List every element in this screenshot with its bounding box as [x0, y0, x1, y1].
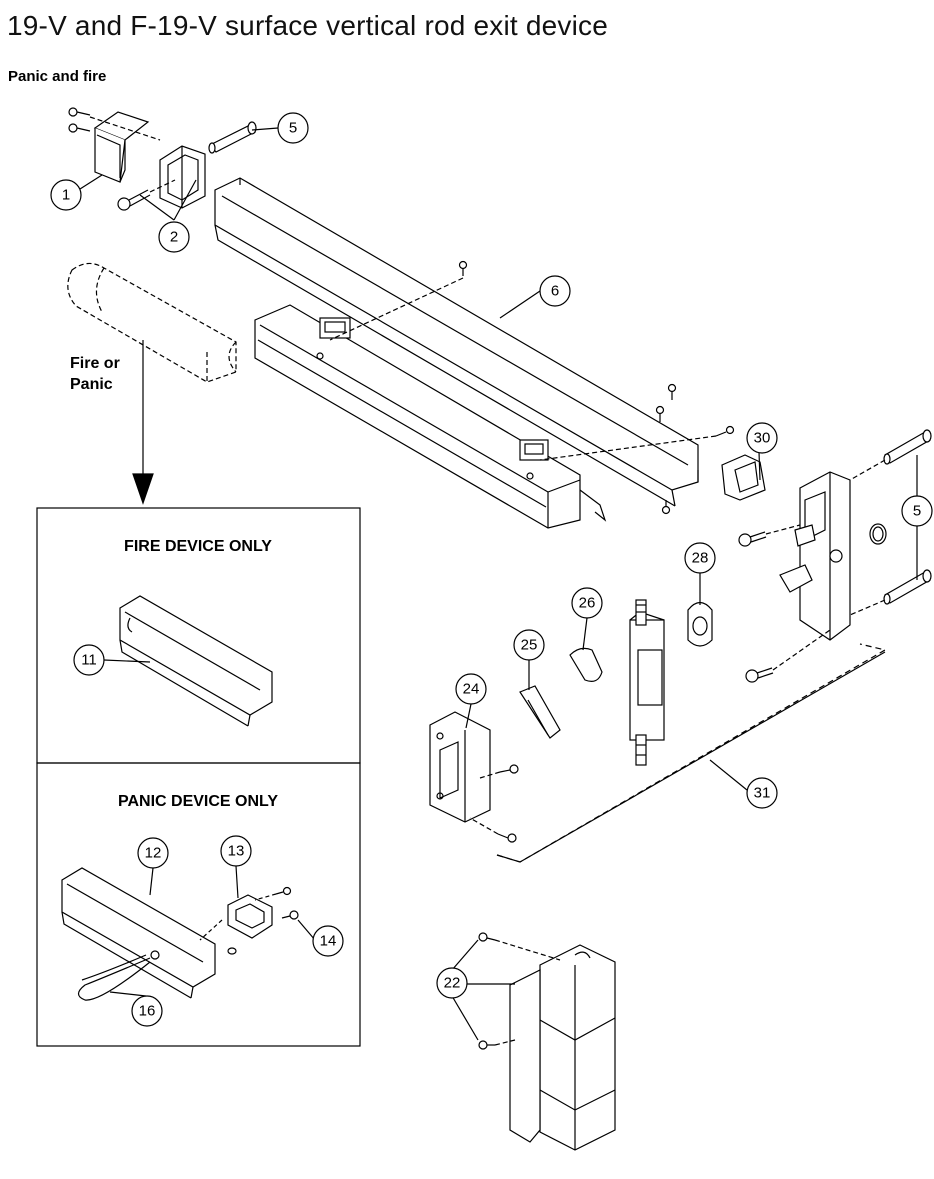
callout-16-label: 16 [139, 1003, 156, 1020]
callout-22: 22 [436, 967, 468, 999]
fire-or-panic-arrow [132, 340, 154, 505]
callout-25: 25 [513, 629, 545, 661]
callout-28-label: 28 [692, 550, 709, 567]
part-6-screws [329, 260, 735, 515]
panic-box-heading: PANIC DEVICE ONLY [118, 793, 278, 810]
part-22-end-cover [509, 944, 616, 1151]
callout-5-right-label: 5 [913, 503, 921, 520]
part-31-group-outline [496, 643, 887, 863]
panic-device-box [36, 762, 361, 1047]
flow-label-line1: Fire or [70, 355, 120, 372]
flow-label-line2: Panic [70, 376, 113, 393]
part-5-pin-top [208, 121, 257, 154]
callout-1-label: 1 [62, 187, 70, 204]
part-16-cotter-pin [77, 954, 151, 1001]
dashed-channel-outline [67, 262, 237, 383]
callout-6-label: 6 [551, 283, 559, 300]
page-title: 19-V and F-19-V surface vertical rod exi… [7, 10, 608, 41]
callout-11: 11 [73, 644, 105, 676]
page-subtitle: Panic and fire [8, 68, 107, 85]
part-13-latch-block [227, 894, 273, 955]
callout-5-top: 5 [277, 112, 309, 144]
callout-13-label: 13 [228, 843, 245, 860]
callout-25-label: 25 [521, 637, 538, 654]
callout-6: 6 [539, 275, 571, 307]
part-24-screws [469, 764, 519, 843]
callout-11-label: 11 [81, 652, 97, 669]
latch-case-upper [779, 471, 851, 641]
callout-5-top-label: 5 [289, 120, 297, 137]
callout-22-label: 22 [444, 975, 461, 992]
part-2-screw [117, 179, 176, 211]
part-11-fire-channel [119, 595, 273, 727]
callout-28: 28 [684, 542, 716, 574]
part-2-bracket [159, 145, 206, 209]
part-28-roller [687, 601, 713, 647]
callout-26-label: 26 [579, 595, 596, 612]
callout-30: 30 [746, 422, 778, 454]
callout-2-label: 2 [170, 229, 178, 246]
part-6-mechanism-body [254, 304, 607, 529]
callout-31: 31 [746, 777, 778, 809]
callout-14-label: 14 [320, 933, 337, 950]
part-1-screws [68, 107, 161, 141]
vertical-rod-assembly [629, 599, 665, 766]
callout-leaders [79, 127, 918, 1041]
callout-1: 1 [50, 179, 82, 211]
part-1-end-cap [93, 111, 150, 183]
callout-30-label: 30 [754, 430, 771, 447]
callout-26: 26 [571, 587, 603, 619]
part-26-cam [569, 647, 603, 682]
callout-12: 12 [137, 837, 169, 869]
callout-24-label: 24 [463, 681, 480, 698]
callout-5-right: 5 [901, 495, 933, 527]
latch-screws [738, 524, 831, 683]
part-5-pins-right [849, 429, 932, 616]
retaining-ring [869, 523, 887, 545]
part-30-clip [721, 454, 766, 501]
callout-31-label: 31 [754, 785, 771, 802]
part-13-screws [199, 886, 299, 941]
part-22-screws [478, 932, 561, 1050]
callout-24: 24 [455, 673, 487, 705]
callout-12-label: 12 [145, 845, 162, 862]
fire-box-heading: FIRE DEVICE ONLY [124, 538, 272, 555]
part-24-plate [429, 711, 491, 823]
part-12-panic-channel [61, 867, 216, 999]
part-31-group-solid [496, 651, 886, 863]
callout-2: 2 [158, 221, 190, 253]
part-6-top-channel [214, 177, 699, 507]
callout-13: 13 [220, 835, 252, 867]
part-25-lever [519, 685, 561, 739]
callout-16: 16 [131, 995, 163, 1027]
callout-14: 14 [312, 925, 344, 957]
